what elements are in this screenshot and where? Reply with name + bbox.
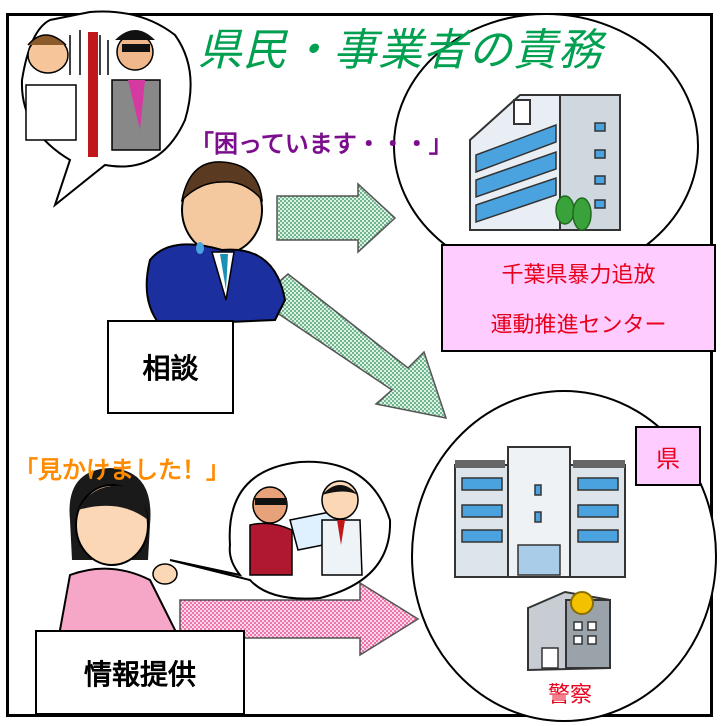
handover-illustration <box>169 460 392 600</box>
worried-man-illustration <box>145 161 287 327</box>
prefecture-label: 県 <box>656 444 680 473</box>
quote-troubled: 「困っています・・・」 <box>190 130 453 158</box>
quote-witness: 「見かけました！」 <box>14 456 230 484</box>
center-name-line1: 千葉県暴力追放 <box>501 263 656 288</box>
troubled-businessmen-illustration <box>20 10 192 208</box>
arrow-consult-to-prefecture <box>256 273 448 419</box>
center-name-box: 千葉県暴力追放 運動推進センター <box>441 244 716 352</box>
info-label-box: 情報提供 <box>35 630 245 715</box>
info-label: 情報提供 <box>83 657 196 691</box>
police-station-icon <box>527 590 611 672</box>
center-name-line2: 運動推進センター <box>490 313 667 338</box>
consult-label: 相談 <box>142 352 199 385</box>
prefecture-label-box: 県 <box>635 426 701 486</box>
police-label: 警察 <box>548 683 593 708</box>
prefectural-building-icon <box>454 446 626 578</box>
page-title: 県民・事業者の責務 <box>198 25 603 76</box>
arrow-consult-to-center <box>276 182 397 254</box>
consult-label-box: 相談 <box>107 320 234 414</box>
outer-border <box>6 13 713 717</box>
office-building-icon <box>469 94 621 231</box>
